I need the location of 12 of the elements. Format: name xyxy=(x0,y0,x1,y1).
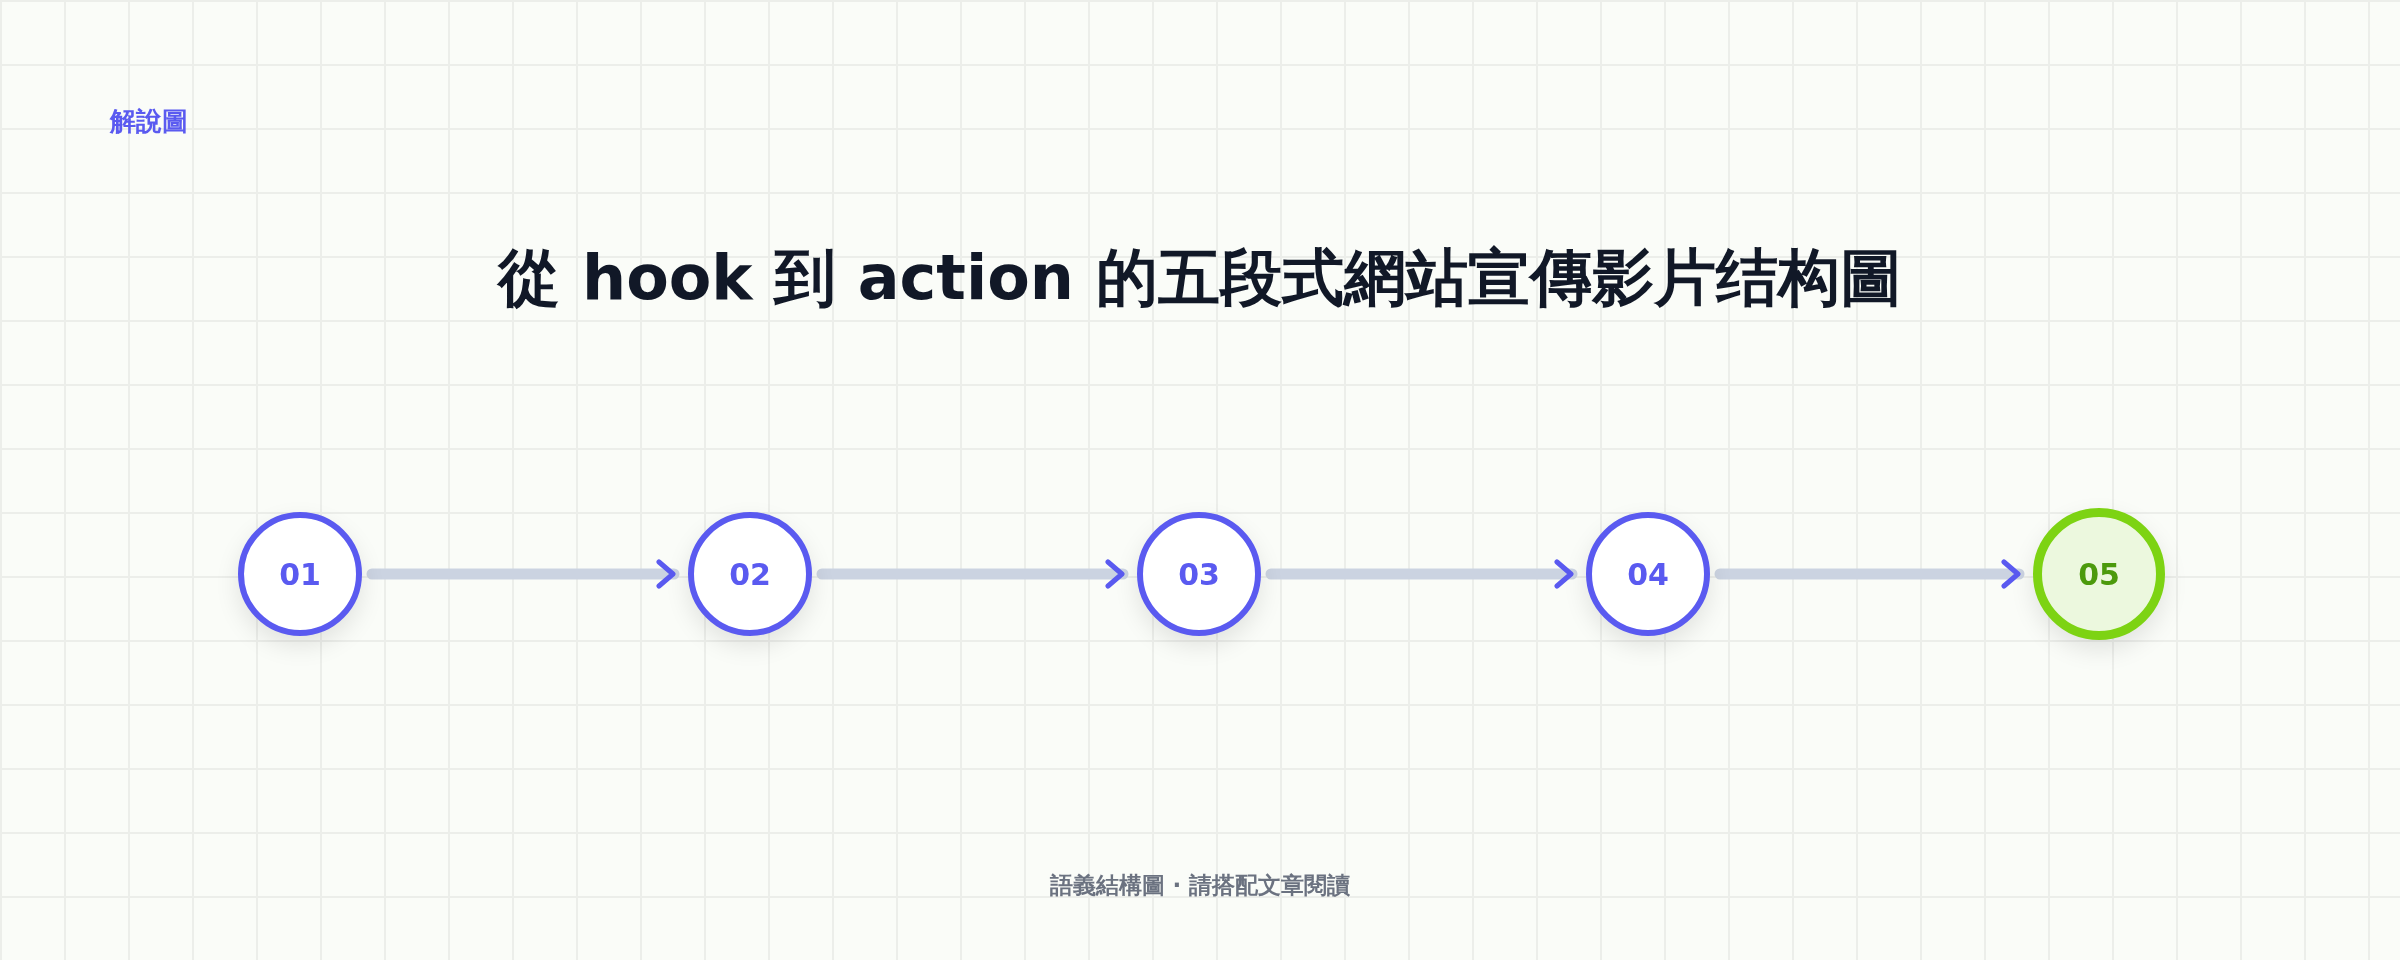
caption: 語義結構圖 · 請搭配文章閱讀 xyxy=(1048,871,1352,900)
arrow xyxy=(1265,559,1578,589)
badge-label: 解說圖 xyxy=(110,105,188,138)
arrow xyxy=(366,559,680,589)
step-circle: 05 xyxy=(2033,508,2165,640)
step-circle: 03 xyxy=(1137,512,1261,636)
title: 從 hook 到 action 的五段式網站宣傳影片结构圖 xyxy=(496,240,1903,316)
step-circle: 01 xyxy=(238,512,362,636)
arrow xyxy=(816,559,1129,589)
step-circle: 02 xyxy=(688,512,812,636)
arrow xyxy=(1714,559,2025,589)
step-circle: 04 xyxy=(1586,512,1710,636)
